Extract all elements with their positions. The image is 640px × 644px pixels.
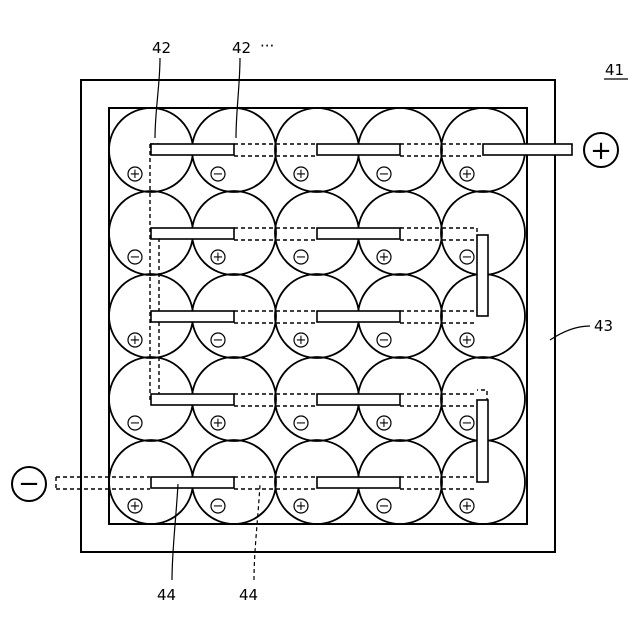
cell-polarity-symbol: − <box>379 167 390 182</box>
hidden-wiring <box>56 144 487 489</box>
cell-polarity-symbol: + <box>130 167 141 182</box>
leader-44-b <box>254 484 260 580</box>
bus-bar-r4-b <box>317 394 400 405</box>
bus-bar-r3-b <box>317 311 400 322</box>
cell-polarity-symbol: + <box>296 167 307 182</box>
cell-polarity-symbol: + <box>213 416 224 431</box>
bus-bar-vertical-upper <box>477 235 488 316</box>
cell-polarity-symbol: + <box>130 499 141 514</box>
cell-polarity-symbol: − <box>213 499 224 514</box>
cell-polarity-symbol: + <box>462 167 473 182</box>
bus-bar-r2-a <box>151 228 234 239</box>
ref-module: 41 <box>605 61 624 79</box>
ref-lead-a: 42 <box>152 39 171 57</box>
bus-bar-r1-c <box>483 144 572 155</box>
cell-polarity-symbol: − <box>130 250 141 265</box>
cell-polarity-symbol: + <box>462 499 473 514</box>
leader-42-b <box>236 58 240 138</box>
bus-bar-vertical-lower <box>477 400 488 482</box>
leader-44-a <box>172 484 178 580</box>
positive-terminal-symbol: + <box>590 136 612 166</box>
bus-bar-r3-a <box>151 311 234 322</box>
bus-bar-r1-a <box>151 144 234 155</box>
positive-terminal: + <box>584 133 618 167</box>
leader-42-a <box>155 58 160 138</box>
cell-polarity-symbol: + <box>213 250 224 265</box>
cell-polarity-symbol: − <box>462 250 473 265</box>
cell-polarity-symbol: + <box>296 499 307 514</box>
cell-polarity-symbol: + <box>379 416 390 431</box>
cell-polarity-symbol: − <box>379 333 390 348</box>
ref-case: 43 <box>594 317 613 335</box>
negative-terminal: − <box>12 467 46 501</box>
cell-polarity-symbol: − <box>379 499 390 514</box>
bus-bar-r4-a <box>151 394 234 405</box>
ref-lead-ellipsis: ··· <box>260 37 274 55</box>
bus-bar-r1-b <box>317 144 400 155</box>
cell-polarity-symbol: + <box>462 333 473 348</box>
cell-polarity-symbol: − <box>130 416 141 431</box>
cell-polarity-symbol: + <box>379 250 390 265</box>
hidden-wire-left <box>150 144 159 402</box>
bus-bar-r5-b <box>317 477 400 488</box>
cell-polarity-symbol: − <box>296 250 307 265</box>
bus-bar-r2-b <box>317 228 400 239</box>
cell-polarity-symbol: − <box>296 416 307 431</box>
cell-polarity-symbol: − <box>462 416 473 431</box>
bus-bar-r5-a <box>151 477 234 488</box>
negative-terminal-symbol: − <box>18 469 40 499</box>
cell-polarity-symbol: + <box>130 333 141 348</box>
cell-polarity-symbol: − <box>213 167 224 182</box>
cell-polarity-symbol: − <box>213 333 224 348</box>
ref-lead-b: 42 <box>232 39 251 57</box>
cell-polarity-symbol: + <box>296 333 307 348</box>
ref-busbar-a: 44 <box>157 586 176 604</box>
hidden-wire-row5 <box>56 477 477 489</box>
ref-busbar-b: 44 <box>239 586 258 604</box>
